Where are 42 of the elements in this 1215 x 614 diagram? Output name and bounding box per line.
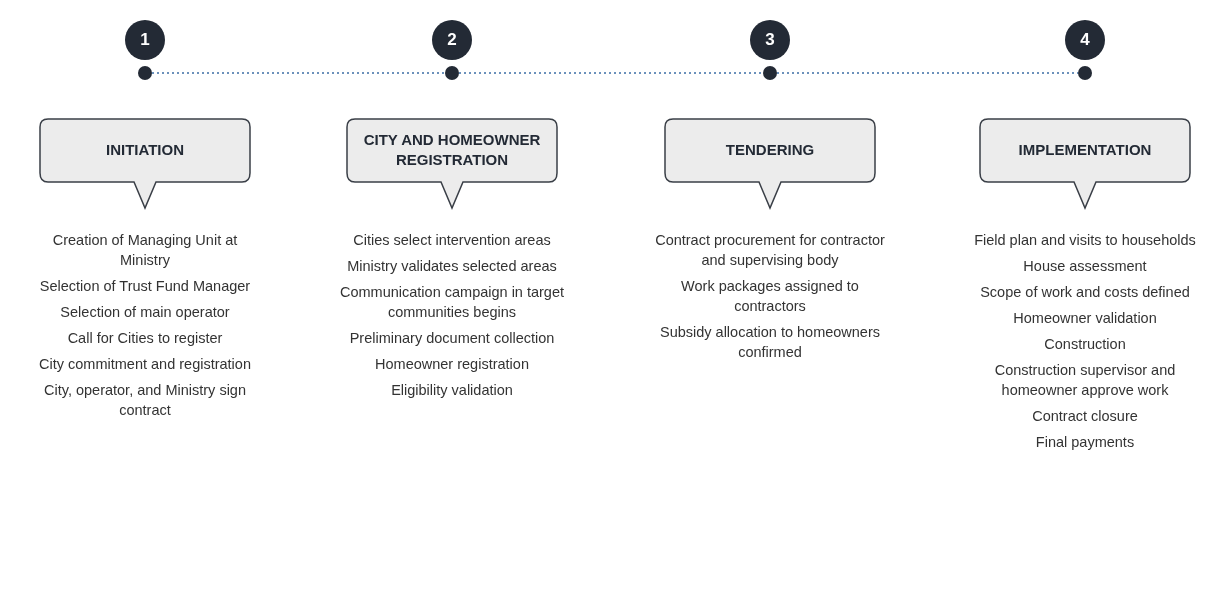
phase-heading: TENDERING [724, 140, 816, 160]
phase-callout-box [346, 118, 558, 210]
phase-callout-box [39, 118, 251, 210]
step-description: Field plan and visits to households [973, 231, 1197, 250]
timeline-dot [445, 66, 459, 80]
step-description: Preliminary document collection [348, 329, 556, 348]
step-description: Call for Cities to register [66, 329, 224, 348]
step-description: Eligibility validation [390, 381, 514, 400]
step-number-circle: 1 [125, 20, 165, 60]
step-description: Creation of Managing Unit at Ministry [51, 231, 239, 270]
step-description: Contract procurement for contractor and supervising body [655, 231, 885, 270]
step-description: City, operator, and Ministry sign contract [43, 381, 247, 420]
step-description: Scope of work and costs defined [979, 283, 1191, 302]
step-description: Contract closure [1031, 407, 1139, 426]
timeline-connector [776, 72, 1079, 74]
step-description: Cities select intervention areas [352, 231, 552, 250]
step-description: Work packages assigned to contractors [680, 277, 860, 316]
step-description: Homeowner validation [1012, 309, 1158, 328]
phase-heading: CITY AND HOMEOWNER REGISTRATION [362, 130, 542, 170]
phase-heading: IMPLEMENTATION [1017, 140, 1153, 160]
phase-callout-box [979, 118, 1191, 210]
timeline-connector [458, 72, 764, 74]
step-number-circle: 3 [750, 20, 790, 60]
step-description: House assessment [1022, 257, 1148, 276]
step-description: Construction [1043, 335, 1127, 354]
step-description: Communication campaign in target communities begins [338, 283, 566, 322]
step-description: Homeowner registration [374, 355, 530, 374]
phase-callout-box [664, 118, 876, 210]
timeline-connector [151, 72, 446, 74]
phase-heading: INITIATION [104, 140, 185, 160]
step-description: Selection of main operator [59, 303, 231, 322]
step-number-circle: 2 [432, 20, 472, 60]
timeline-dot [138, 66, 152, 80]
step-description: Final payments [1034, 433, 1136, 452]
step-description: Selection of Trust Fund Manager [38, 277, 252, 296]
step-description: Construction supervisor and homeowner approve work [993, 361, 1177, 400]
step-description: Ministry validates selected areas [346, 257, 558, 276]
step-number-circle: 4 [1065, 20, 1105, 60]
timeline-dot [763, 66, 777, 80]
step-description: City commitment and registration [38, 355, 252, 374]
timeline-dot [1078, 66, 1092, 80]
step-description: Subsidy allocation to homeowners confirmed [658, 323, 881, 362]
